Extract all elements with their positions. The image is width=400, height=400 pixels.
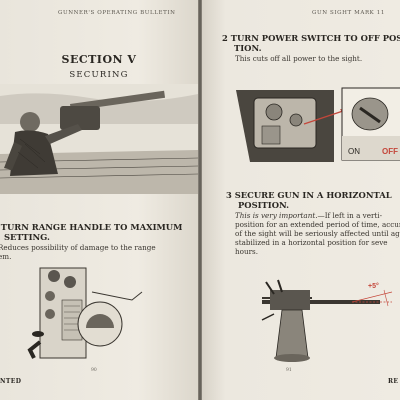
- right-page: GUN SIGHT MARK 11 2 TURN POWER SWITCH TO…: [202, 0, 400, 400]
- step3-body-line1: —If left in a verti-: [317, 211, 383, 220]
- step3-heading-line1: 3 SECURE GUN IN A HORIZONTAL: [226, 190, 392, 200]
- step3-body: This is very important.—If left in a ver…: [235, 211, 400, 256]
- step1-body-line1: Reduces possibility of damage to the ran…: [0, 243, 156, 252]
- running-head-right: GUN SIGHT MARK 11: [312, 10, 385, 16]
- step1-heading-line1: 1 TURN RANGE HANDLE TO MAXIMUM: [0, 222, 183, 232]
- range-handle-illustration: [27, 267, 143, 359]
- running-head-left: GUNNER'S OPERATING BULLETIN: [58, 10, 176, 16]
- switch-label-off: OFF: [382, 147, 398, 156]
- step2-heading: 2 TURN POWER SWITCH TO OFF POSI- TION.: [222, 33, 400, 53]
- step3-heading: 3 SECURE GUN IN A HORIZONTAL POSITION.: [226, 190, 400, 210]
- folio-left: 90: [91, 368, 97, 373]
- step3-body-line2: position for an extended period of time,…: [235, 220, 400, 229]
- corner-word-right: RE: [388, 378, 399, 385]
- folio-right: 91: [286, 368, 292, 373]
- book-gutter: [198, 0, 202, 400]
- step2-body: This cuts off all power to the sight.: [235, 54, 363, 63]
- step3-body-line3: of the sight will be seriously affected …: [235, 229, 400, 238]
- step3-body-line4: stabilized in a horizontal position for …: [235, 238, 388, 247]
- step1-body-line2: em.: [0, 252, 12, 261]
- left-page: GUNNER'S OPERATING BULLETIN SECTION V SE…: [0, 0, 199, 400]
- switch-label-on: ON: [348, 147, 360, 156]
- sight-unit-illustration: ON OFF: [236, 87, 400, 162]
- step3-body-italic: This is very important.: [235, 211, 318, 220]
- gunner-illustration: [0, 84, 198, 194]
- corner-word-left: NTED: [0, 378, 22, 385]
- section-subtitle: SECURING: [69, 70, 129, 80]
- step3-heading-line2: POSITION.: [238, 200, 290, 210]
- horizontal-gun-illustration: +5°: [261, 279, 393, 362]
- step2-heading-line2: TION.: [234, 43, 262, 53]
- step3-body-line5: hours.: [235, 247, 258, 256]
- step1-heading-line2: SETTING.: [4, 232, 50, 242]
- section-title: SECTION V: [61, 53, 137, 66]
- step1-body: Reduces possibility of damage to the ran…: [0, 243, 198, 261]
- step2-heading-line1: 2 TURN POWER SWITCH TO OFF POSI-: [222, 33, 400, 43]
- step1-heading: 1 TURN RANGE HANDLE TO MAXIMUM SETTING.: [0, 222, 198, 242]
- angle-label: +5°: [368, 282, 379, 290]
